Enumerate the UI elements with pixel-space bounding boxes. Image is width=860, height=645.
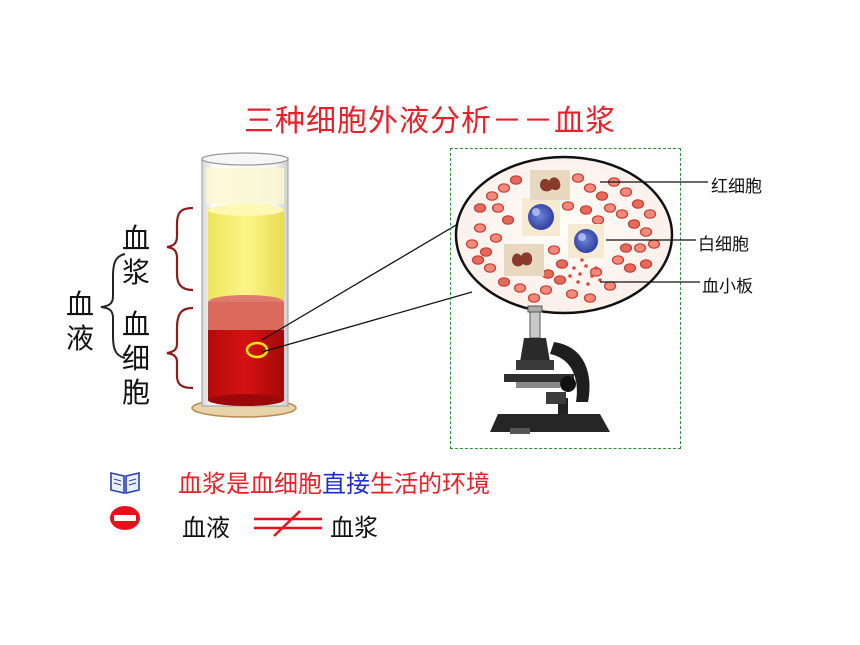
- platelet: [576, 280, 580, 284]
- red-blood-cell: [565, 289, 579, 299]
- plasma-brace: [166, 206, 194, 292]
- red-blood-cell: [479, 247, 493, 257]
- not-equal-sign: [254, 510, 322, 537]
- cell-brace: [166, 306, 194, 390]
- red-blood-cell: [633, 243, 647, 253]
- red-cell-label: 红细胞: [711, 177, 762, 197]
- braces: [100, 206, 194, 390]
- red-blood-cell: [603, 203, 617, 213]
- book-icon: [110, 471, 140, 495]
- platelet: [568, 274, 572, 278]
- red-blood-cell: [553, 275, 567, 285]
- red-blood-cell: [627, 219, 641, 229]
- blood-label-char: 液: [65, 322, 94, 355]
- granulocyte-nucleus: [512, 252, 533, 267]
- statement-emphasis: 直接: [322, 470, 370, 498]
- red-blood-cell: [583, 183, 597, 193]
- platelet: [584, 264, 588, 268]
- zoom-line-lower: [261, 291, 473, 353]
- plasma-label-char: 血: [121, 222, 150, 255]
- platelet: [578, 272, 582, 276]
- red-blood-cell: [619, 243, 633, 253]
- red-blood-cell: [623, 263, 637, 273]
- microscope-icon: [490, 305, 610, 434]
- red-blood-cell: [555, 259, 569, 269]
- microscope-panel: [450, 148, 681, 449]
- blood-cell-label-char: 细: [121, 342, 150, 375]
- plasma-label: 血 浆: [118, 222, 154, 290]
- red-blood-cell: [583, 293, 597, 303]
- plasma-statement: 血浆是血细胞直接生活的环境: [178, 464, 490, 499]
- red-blood-cell: [591, 215, 605, 225]
- red-blood-cell: [547, 245, 561, 255]
- zoom-line-upper: [261, 217, 469, 341]
- statement-part3: 生活的环境: [370, 470, 490, 498]
- red-blood-cell: [489, 233, 503, 243]
- red-blood-cell: [471, 255, 485, 265]
- plasma-label-char: 浆: [121, 256, 150, 289]
- red-blood-cell: [603, 281, 617, 291]
- page-title: 三种细胞外液分析－－血浆: [244, 104, 616, 139]
- white-cell: [574, 229, 598, 253]
- red-blood-cell: [561, 201, 575, 211]
- blood-label: 血 液: [62, 288, 98, 356]
- red-blood-cell: [485, 191, 499, 201]
- platelet: [572, 266, 576, 270]
- red-blood-cell: [483, 263, 497, 273]
- red-blood-cell: [497, 183, 511, 193]
- red-blood-cell: [619, 187, 633, 197]
- red-blood-cell: [527, 293, 541, 303]
- blood-cell-label: 血 细 胞: [118, 308, 154, 410]
- red-blood-cell: [501, 215, 515, 225]
- blood-brace: [100, 253, 126, 359]
- plasma-layer: [208, 208, 284, 300]
- red-blood-cell: [509, 175, 523, 185]
- red-blood-cell: [541, 269, 555, 279]
- red-blood-cell: [497, 277, 511, 287]
- red-blood-cell: [571, 173, 585, 183]
- microscope-view: [454, 155, 708, 434]
- blood-term: 血液: [182, 514, 230, 542]
- red-blood-cell: [513, 283, 527, 293]
- tube-rim: [201, 152, 289, 166]
- red-blood-cell: [539, 285, 553, 295]
- granulocyte-nucleus: [540, 177, 561, 192]
- platelet: [580, 258, 584, 262]
- red-blood-cell: [647, 239, 661, 249]
- statement-part1: 血浆是血细胞: [178, 470, 322, 498]
- red-blood-cell: [595, 191, 609, 201]
- plasma-term: 血浆: [330, 514, 378, 542]
- red-blood-cell: [579, 205, 593, 215]
- red-blood-cell: [473, 203, 487, 213]
- red-blood-cell: [615, 209, 629, 219]
- white-cell: [528, 204, 554, 230]
- red-blood-cell: [643, 209, 657, 219]
- red-blood-cell: [631, 199, 645, 209]
- white-cell-label: 白细胞: [698, 235, 749, 255]
- red-blood-cell: [473, 223, 487, 233]
- platelet: [594, 266, 598, 270]
- platelet: [590, 274, 594, 278]
- platelet: [598, 278, 602, 282]
- blood-label-char: 血: [65, 288, 94, 321]
- blood-cell-label-char: 血: [121, 308, 150, 341]
- blood-tube-diagram: [191, 152, 297, 418]
- red-blood-cell: [639, 227, 653, 237]
- red-blood-cell: [491, 203, 505, 213]
- blood-cell-label-char: 胞: [121, 376, 150, 409]
- platelets: [568, 258, 602, 286]
- minus-circle-icon: [110, 506, 140, 530]
- red-blood-cell: [611, 255, 625, 265]
- red-blood-cell: [465, 239, 479, 249]
- blood-cell-layer: [208, 330, 284, 400]
- platelet-label: 血小板: [702, 277, 753, 297]
- platelet: [586, 282, 590, 286]
- red-blood-cell: [639, 259, 653, 269]
